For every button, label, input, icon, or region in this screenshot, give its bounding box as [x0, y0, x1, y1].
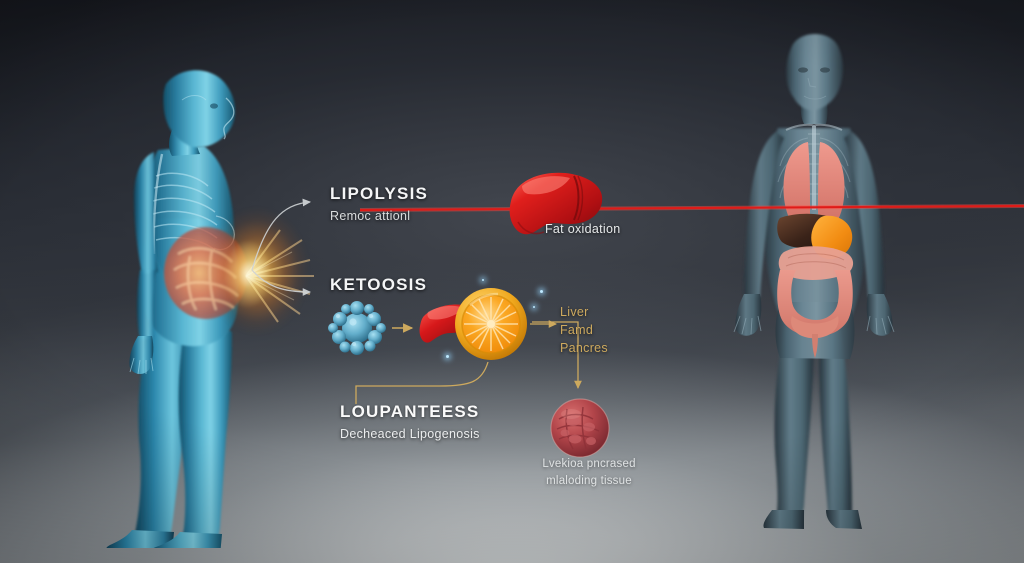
ketosis-title: KETOOSIS [330, 275, 428, 294]
tissue-sphere-icon [550, 398, 610, 458]
label-tissue-caption: Lvekioa pncrased mlaloding tissue [519, 456, 659, 489]
molecule-cluster-icon [328, 301, 386, 355]
label-ketosis: KETOOSIS [330, 275, 428, 295]
lipolysis-subtitle: Remoc attionl [330, 208, 411, 223]
citrus-slice-icon [455, 288, 527, 360]
label-fat-oxidation: Fat oxidation [545, 222, 621, 236]
tissue-caption-line-1: Lvekioa pncrased [542, 458, 636, 470]
lipogenesis-subtitle: Decheaced Lipogenosis [340, 426, 480, 441]
label-organ-list: Liver Famd Pancres [560, 303, 608, 357]
lipolysis-title: LIPOLYSIS [330, 184, 429, 203]
liver-icon [509, 172, 603, 235]
lipogenesis-title: LOUPANTEESS [340, 402, 480, 421]
label-lipolysis: LIPOLYSIS Remoc attionl [330, 184, 429, 223]
organ-list-line-1: Liver [560, 305, 589, 319]
label-lipogenesis: LOUPANTEESS Decheaced Lipogenosis [340, 402, 480, 441]
organ-list-line-3: Pancres [560, 341, 608, 356]
organ-list-line-2: Famd [560, 323, 594, 338]
tissue-caption-line-2: mlaloding tissue [546, 474, 632, 487]
